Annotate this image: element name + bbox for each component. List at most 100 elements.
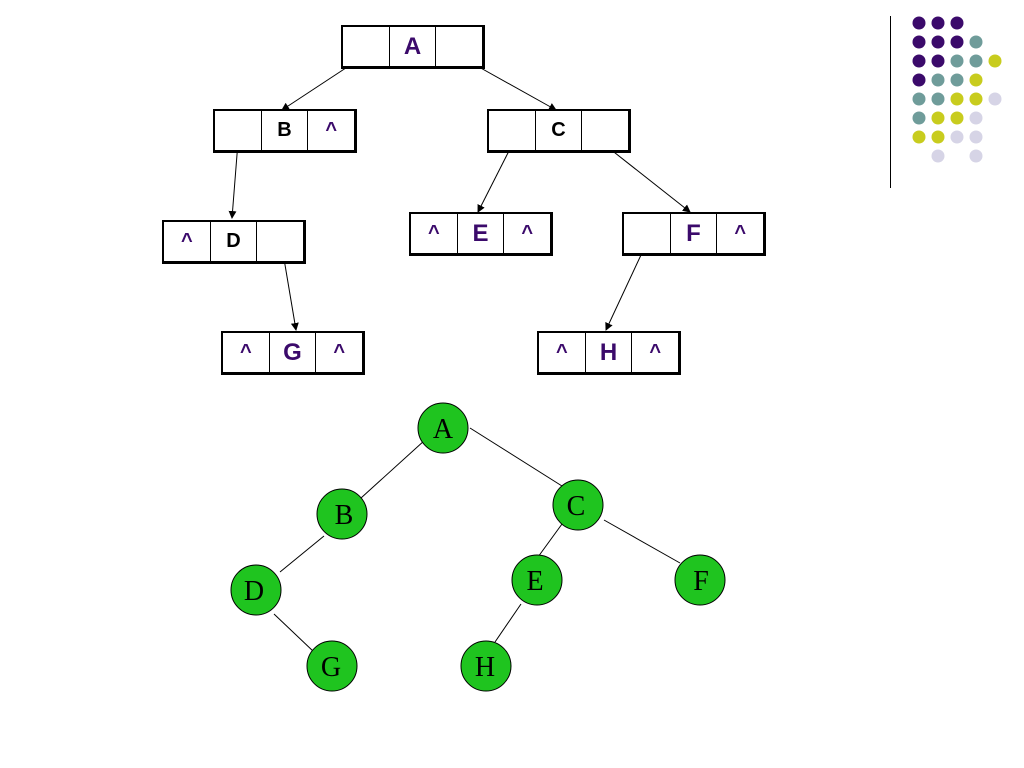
linked-node-g: ^ G ^ <box>221 331 365 375</box>
data-cell: D <box>211 222 258 261</box>
arrow-a-to-c <box>469 61 557 111</box>
decorative-dot <box>931 92 945 106</box>
linked-node-c: C <box>487 109 631 153</box>
tree-node-f-label: F <box>693 566 709 597</box>
decorative-dot <box>931 54 945 68</box>
left-pointer-cell <box>343 27 390 66</box>
right-pointer-cell: ^ <box>734 222 747 244</box>
tree-node-d-label: D <box>244 576 264 607</box>
decorative-dot <box>931 16 945 30</box>
decorative-dot <box>969 92 983 106</box>
arrow-c-to-e <box>477 144 513 213</box>
decorative-dot <box>969 35 983 49</box>
left-pointer-cell: ^ <box>539 333 586 372</box>
right-pointer-cell: ^ <box>649 341 662 363</box>
edge-e-h <box>494 603 522 643</box>
right-pointer-cell <box>436 27 482 66</box>
decorative-dot <box>931 111 945 125</box>
decorative-dot <box>912 73 926 87</box>
edge-a-b <box>360 439 426 499</box>
decorative-dot <box>912 16 926 30</box>
decorative-dot <box>912 54 926 68</box>
edge-b-d <box>279 535 325 573</box>
linked-node-b: B ^ <box>213 109 357 153</box>
tree-node-f-circle <box>674 554 726 606</box>
left-pointer-cell <box>624 214 671 253</box>
tree-node-g-label: G <box>321 652 341 683</box>
data-cell: G <box>270 333 317 372</box>
decorative-dot <box>950 35 964 49</box>
left-pointer-cell <box>215 111 262 150</box>
decorative-dot <box>950 111 964 125</box>
right-pointer-cell: ^ <box>325 119 338 141</box>
decorative-dot <box>969 149 983 163</box>
data-cell: E <box>458 214 505 253</box>
edge-d-g <box>273 613 315 653</box>
data-cell: A <box>390 27 437 66</box>
decorative-dot <box>950 92 964 106</box>
tree-node-g: G <box>306 640 358 692</box>
tree-node-b-circle <box>316 488 368 540</box>
tree-node-e-label: E <box>526 566 543 597</box>
tree-node-f: F <box>674 554 726 606</box>
edge-a-c <box>469 427 563 487</box>
arrow-c-to-f <box>604 144 691 213</box>
decorative-dot <box>912 111 926 125</box>
decorative-dot <box>969 111 983 125</box>
decorative-dot <box>969 54 983 68</box>
tree-node-a-label: A <box>433 414 454 445</box>
edge-c-e <box>537 523 563 558</box>
tree-node-g-circle <box>306 640 358 692</box>
decorative-dot <box>950 130 964 144</box>
decorative-dot <box>950 54 964 68</box>
decorative-dot <box>912 35 926 49</box>
right-pointer-cell <box>257 222 303 261</box>
right-pointer-cell <box>582 111 628 150</box>
tree-node-b-label: B <box>335 500 354 531</box>
decorative-dot <box>912 130 926 144</box>
left-pointer-cell: ^ <box>223 333 270 372</box>
left-pointer-cell: ^ <box>411 214 458 253</box>
left-pointer-cell <box>489 111 536 150</box>
decorative-dot <box>931 35 945 49</box>
decorative-dot <box>988 54 1002 68</box>
decorative-dot-grid <box>912 16 1002 163</box>
left-pointer-cell: ^ <box>164 222 211 261</box>
tree-node-d: D <box>230 564 282 616</box>
linked-node-f: F ^ <box>622 212 766 256</box>
tree-node-h: H <box>460 640 512 692</box>
tree-node-a: A <box>417 402 469 454</box>
right-pointer-cell: ^ <box>521 222 534 244</box>
data-cell: C <box>536 111 583 150</box>
decorative-dot <box>950 16 964 30</box>
decorative-dot <box>931 149 945 163</box>
data-cell: F <box>671 214 718 253</box>
data-cell: B <box>262 111 309 150</box>
tree-node-e: E <box>511 554 563 606</box>
tree-node-c: C <box>552 479 604 531</box>
decorative-divider <box>890 16 891 188</box>
decorative-dot <box>931 73 945 87</box>
right-pointer-cell: ^ <box>333 341 346 363</box>
tree-node-d-circle <box>230 564 282 616</box>
tree-node-b: B <box>316 488 368 540</box>
decorative-dot <box>969 130 983 144</box>
decorative-dot <box>969 73 983 87</box>
tree-node-c-circle <box>552 479 604 531</box>
arrow-b-to-d <box>228 141 239 219</box>
decorative-dot <box>988 92 1002 106</box>
decorative-dot <box>931 130 945 144</box>
link-arrows <box>228 59 691 331</box>
tree-node-a-circle <box>417 402 469 454</box>
linked-node-h: ^ H ^ <box>537 331 681 375</box>
tree-node-h-label: H <box>475 652 495 683</box>
linked-node-e: ^ E ^ <box>409 212 553 256</box>
tree-node-h-circle <box>460 640 512 692</box>
edge-c-f <box>603 519 681 564</box>
decorative-dot <box>912 92 926 106</box>
decorative-dot <box>950 73 964 87</box>
tree-node-e-circle <box>511 554 563 606</box>
tree-node-c-label: C <box>567 491 586 522</box>
linked-node-d: ^ D <box>162 220 306 264</box>
